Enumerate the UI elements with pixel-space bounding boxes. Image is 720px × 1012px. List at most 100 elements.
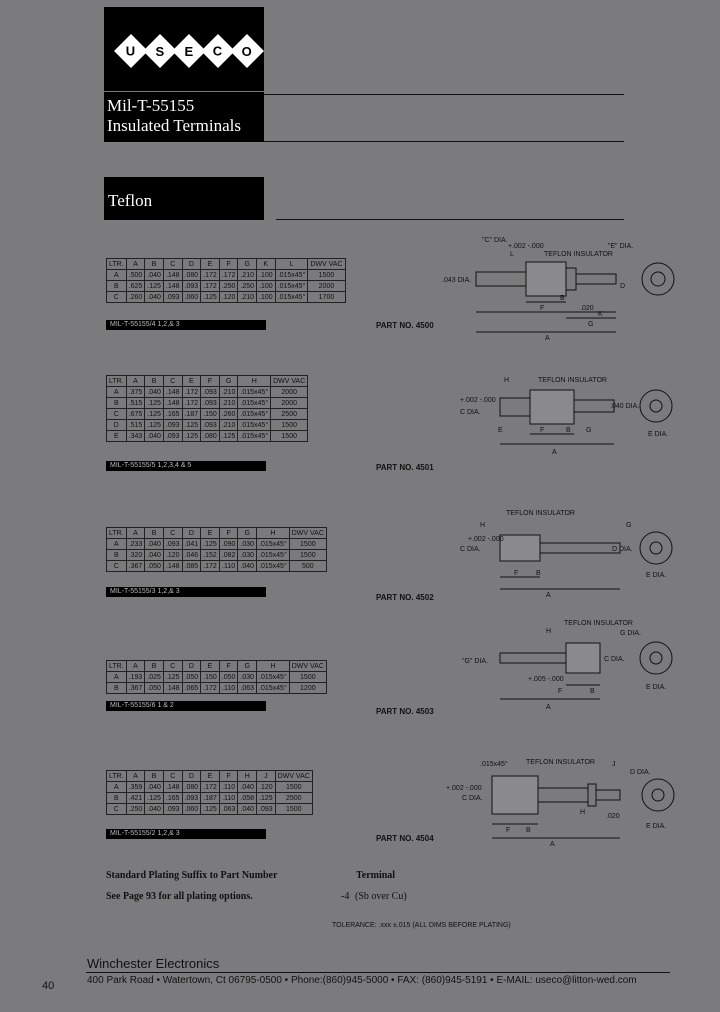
diagram-label: E DIA. bbox=[646, 572, 666, 579]
table-cell: .093 bbox=[181, 792, 202, 804]
table-cell: .015x45° bbox=[256, 549, 290, 561]
table-cell: .172 bbox=[181, 386, 202, 398]
table-cell: .120 bbox=[218, 291, 239, 303]
table-cell: .040 bbox=[237, 803, 258, 815]
table-cell: .250 bbox=[218, 280, 239, 292]
col-header: C bbox=[162, 527, 183, 539]
table-cell: .085 bbox=[181, 560, 202, 572]
col-header: H bbox=[256, 660, 290, 672]
table-cell: .148 bbox=[162, 386, 183, 398]
diagram-label: TEFLON INSULATOR bbox=[526, 759, 595, 766]
diagram-label: .040 DIA. bbox=[610, 403, 639, 410]
table-cell: .120 bbox=[162, 549, 183, 561]
table-cell: D bbox=[106, 419, 127, 431]
part-number: PART NO. 4502 bbox=[376, 593, 434, 602]
table-row: E.343.040.093.125.080.125.015x45°1500 bbox=[106, 430, 309, 442]
diagram-label: F bbox=[506, 827, 510, 834]
col-header: B bbox=[144, 258, 164, 270]
diagram-label: F bbox=[540, 427, 544, 434]
table-cell: .165 bbox=[162, 408, 183, 420]
table-cell: .210 bbox=[218, 419, 239, 431]
table-cell: .148 bbox=[162, 682, 183, 694]
section-title: Teflon bbox=[108, 191, 153, 210]
footer-address: 400 Park Road • Watertown, Ct 06795-0500… bbox=[87, 975, 637, 986]
col-header: G bbox=[218, 375, 239, 387]
diagram-label: B bbox=[590, 688, 595, 695]
table-cell: .675 bbox=[125, 408, 146, 420]
col-header: C bbox=[162, 375, 183, 387]
table-cell: .148 bbox=[162, 560, 183, 572]
diagram-label: E bbox=[498, 427, 503, 434]
table-cell: 1500 bbox=[274, 803, 313, 815]
table-cell: 2000 bbox=[270, 397, 309, 409]
table-cell: .515 bbox=[125, 419, 146, 431]
table-cell: .150 bbox=[200, 408, 220, 420]
table-row: A.193.025.125.050.150.050.030.015x45°150… bbox=[106, 671, 327, 683]
table-cell: .082 bbox=[218, 549, 239, 561]
col-header: D bbox=[181, 527, 202, 539]
table-cell: .015x45° bbox=[237, 386, 272, 398]
table-cell: .110 bbox=[218, 792, 239, 804]
table-cell: .125 bbox=[181, 419, 202, 431]
table-cell: .040 bbox=[237, 781, 258, 793]
part-number: PART NO. 4501 bbox=[376, 463, 434, 472]
diagram-label: B bbox=[560, 295, 565, 302]
diagram-label: A bbox=[552, 449, 557, 456]
diagram-label: +.002 -.000 bbox=[446, 785, 482, 792]
table-cell: .110 bbox=[218, 781, 239, 793]
table-cell: 2500 bbox=[274, 792, 313, 804]
col-header: A bbox=[125, 660, 146, 672]
table-cell: .015x45° bbox=[274, 291, 309, 303]
table-cell: .165 bbox=[162, 792, 183, 804]
col-header: H bbox=[237, 375, 272, 387]
col-header: DWV VAC bbox=[307, 258, 346, 270]
diagram-label: C DIA. bbox=[604, 656, 625, 663]
table-cell: 2500 bbox=[270, 408, 309, 420]
table-cell: .050 bbox=[181, 671, 202, 683]
table-row: B.367.050.148.065.172.110.063.015x45°120… bbox=[106, 682, 327, 694]
table-cell: .125 bbox=[162, 671, 183, 683]
diagram-label: .020 bbox=[580, 305, 594, 312]
table-row: D.515.125.093.125.093.210.015x45°1500 bbox=[106, 419, 309, 431]
table-cell: .172 bbox=[200, 682, 220, 694]
section-rule bbox=[276, 219, 624, 220]
table-cell: .110 bbox=[218, 560, 239, 572]
table-cell: A bbox=[106, 386, 127, 398]
table-cell: B bbox=[106, 397, 127, 409]
col-header: J bbox=[256, 770, 276, 782]
diagram-label: +.002 -.000 bbox=[460, 397, 496, 404]
title-line-2: Insulated Terminals bbox=[107, 116, 241, 135]
diagram-label: A bbox=[546, 704, 551, 710]
table-cell: .193 bbox=[125, 671, 146, 683]
table-cell: .060 bbox=[181, 291, 202, 303]
table-cell: .250 bbox=[125, 803, 146, 815]
plating-title: Standard Plating Suffix to Part Number bbox=[106, 870, 278, 881]
header-rule bbox=[264, 94, 624, 95]
logo-letter: O bbox=[241, 43, 253, 59]
table-cell: .060 bbox=[181, 803, 202, 815]
diagram-label: E DIA. bbox=[646, 823, 666, 830]
header-rule bbox=[264, 141, 624, 142]
table-cell: .500 bbox=[125, 269, 146, 281]
table-cell: .125 bbox=[144, 419, 164, 431]
plating-suffix-desc: (Sb over Cu) bbox=[355, 891, 407, 902]
diagram-label: C DIA. bbox=[460, 546, 481, 553]
col-header: F bbox=[218, 660, 239, 672]
diagram-label: D DIA. bbox=[612, 546, 633, 553]
diagram-label: B bbox=[526, 827, 531, 834]
footer-company: Winchester Electronics bbox=[87, 956, 220, 971]
diagram-label: D DIA. bbox=[630, 769, 651, 776]
table-cell: .065 bbox=[181, 682, 202, 694]
table-cell: .015x45° bbox=[256, 682, 290, 694]
table-cell: .210 bbox=[218, 386, 239, 398]
table-cell: .050 bbox=[144, 682, 164, 694]
table-cell: .040 bbox=[144, 781, 164, 793]
table-cell: 1500 bbox=[307, 269, 346, 281]
diagram-label: C DIA. bbox=[462, 795, 483, 802]
table-row: C.260.040.093.060.125.120.210.100.015x45… bbox=[106, 291, 346, 303]
table-cell: .040 bbox=[144, 269, 164, 281]
table-row: A.233.040.093.041.125.090.030.015x45°150… bbox=[106, 538, 327, 550]
